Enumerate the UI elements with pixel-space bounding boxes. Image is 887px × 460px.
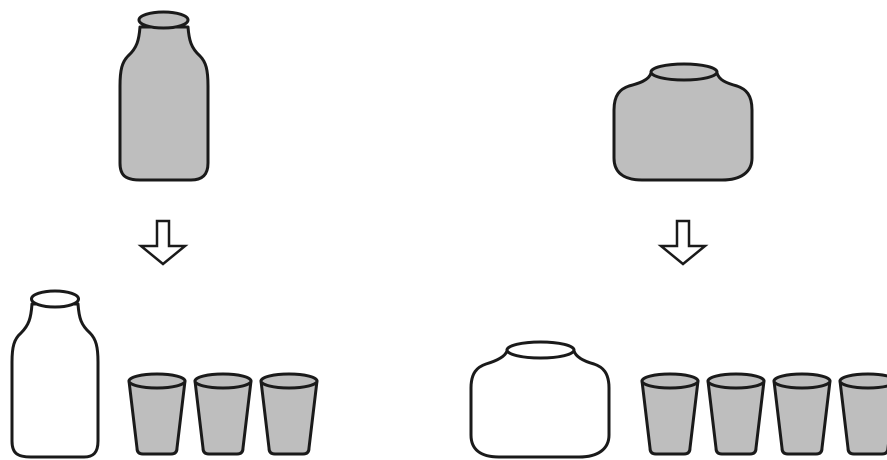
- cup-group-left: [127, 372, 319, 456]
- wide-jar-empty: [469, 340, 611, 459]
- down-arrow-icon: [137, 219, 189, 266]
- cup-icon: [193, 372, 253, 456]
- scenario-tall-bottle: [10, 10, 319, 459]
- scenario-wide-jar: [469, 62, 887, 459]
- cup-icon: [706, 372, 766, 456]
- down-arrow-icon: [657, 219, 709, 266]
- wide-jar-full: [612, 62, 754, 182]
- cup-icon: [640, 372, 700, 456]
- cup-icon: [127, 372, 187, 456]
- cup-icon: [259, 372, 319, 456]
- cup-icon: [772, 372, 832, 456]
- cup-icon: [838, 372, 887, 456]
- tall-bottle-empty: [10, 289, 100, 459]
- tall-bottle-full: [118, 10, 210, 182]
- cup-group-right: [640, 372, 887, 456]
